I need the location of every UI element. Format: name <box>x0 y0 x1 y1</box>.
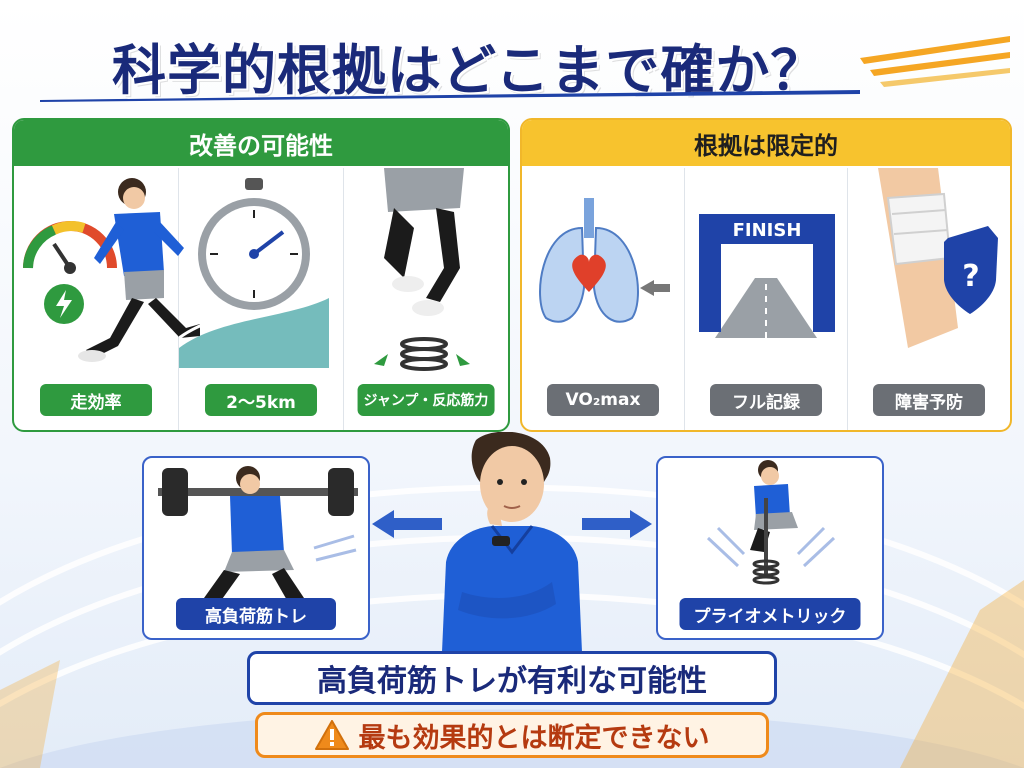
title-underline <box>40 90 860 102</box>
conclusion-box: 高負荷筋トレが有利な可能性 <box>247 651 777 705</box>
short-distance-card: 2～5km <box>179 168 344 430</box>
limited-heading: 根拠は限定的 <box>522 120 1010 166</box>
jump-spring-icon <box>374 168 470 371</box>
runner-gauge-icon <box>23 178 200 362</box>
speed-lines-icon <box>860 36 1010 87</box>
knee-shield-icon: ? <box>878 168 998 348</box>
improvement-heading: 改善の可能性 <box>14 120 508 166</box>
heavy-strength-card: 高負荷筋トレ <box>142 456 370 640</box>
injury-prevention-label: 障害予防 <box>873 384 985 416</box>
marathon-record-card: FINISH フル記録 <box>685 168 848 430</box>
lungs-heart-icon <box>539 198 670 323</box>
limited-evidence-panel: 根拠は限定的 VO₂max FINISH フル記録 <box>520 118 1012 432</box>
barbell-squat-icon <box>158 466 358 602</box>
finish-sign-text: FINISH <box>733 220 802 241</box>
warning-triangle-icon <box>314 720 349 750</box>
stopwatch-icon <box>179 178 329 368</box>
heavy-strength-label: 高負荷筋トレ <box>176 598 336 630</box>
warning-box: 最も効果的とは断定できない <box>255 712 769 758</box>
svg-text:?: ? <box>962 259 979 294</box>
conclusion-text: 高負荷筋トレが有利な可能性 <box>317 664 707 699</box>
thinking-coach-figure <box>442 432 582 652</box>
vo2max-card: VO₂max <box>522 168 685 430</box>
pogo-jump-icon <box>706 460 836 585</box>
injury-prevention-card: ? 障害予防 <box>848 168 1010 430</box>
vo2max-label: VO₂max <box>547 384 659 416</box>
improvement-panel: 改善の可能性 走効率 <box>12 118 510 432</box>
right-arrow-icon <box>582 510 652 538</box>
title-area: 科学的根拠はどこまで確か？ <box>0 0 1024 110</box>
warning-text: 最も効果的とは断定できない <box>358 722 710 754</box>
left-arrow-icon <box>372 510 442 538</box>
plyometric-card: プライオメトリック <box>656 456 884 640</box>
plyometric-label: プライオメトリック <box>679 598 861 630</box>
running-economy-card: 走効率 <box>14 168 200 430</box>
finish-gate-icon: FINISH <box>699 214 835 338</box>
page-title: 科学的根拠はどこまで確か？ <box>112 39 826 102</box>
running-economy-label: 走効率 <box>40 384 152 416</box>
short-distance-label: 2～5km <box>205 384 317 416</box>
marathon-record-label: フル記録 <box>710 384 822 416</box>
jump-reactive-label: ジャンプ・反応筋力 <box>357 384 495 416</box>
jump-reactive-card: ジャンプ・反応筋力 <box>344 168 508 430</box>
